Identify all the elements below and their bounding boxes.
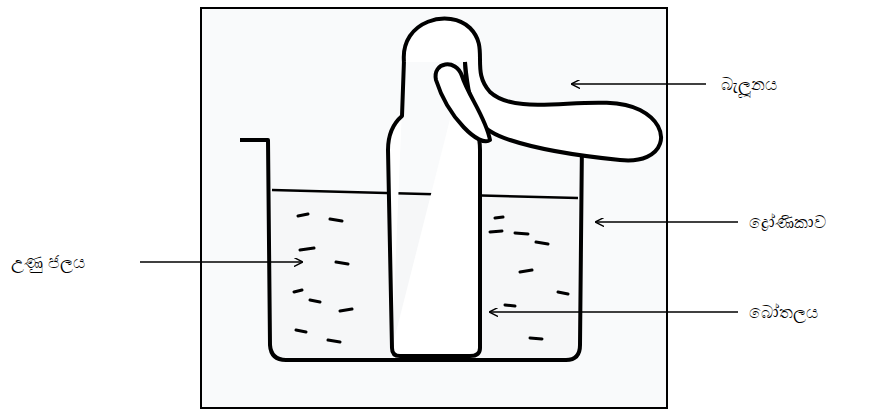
water-surface bbox=[272, 190, 578, 198]
balloon bbox=[404, 19, 661, 161]
bottle-label: බෝතලය bbox=[746, 300, 821, 324]
leader-lines bbox=[140, 84, 738, 312]
balloon-fold bbox=[436, 64, 490, 141]
trough-label: ද්‍රෝණිකාව bbox=[746, 210, 829, 234]
water-label: උණු ජලය bbox=[8, 250, 88, 274]
frame bbox=[201, 8, 667, 408]
balloon-label: බැලූනය bbox=[718, 72, 780, 96]
